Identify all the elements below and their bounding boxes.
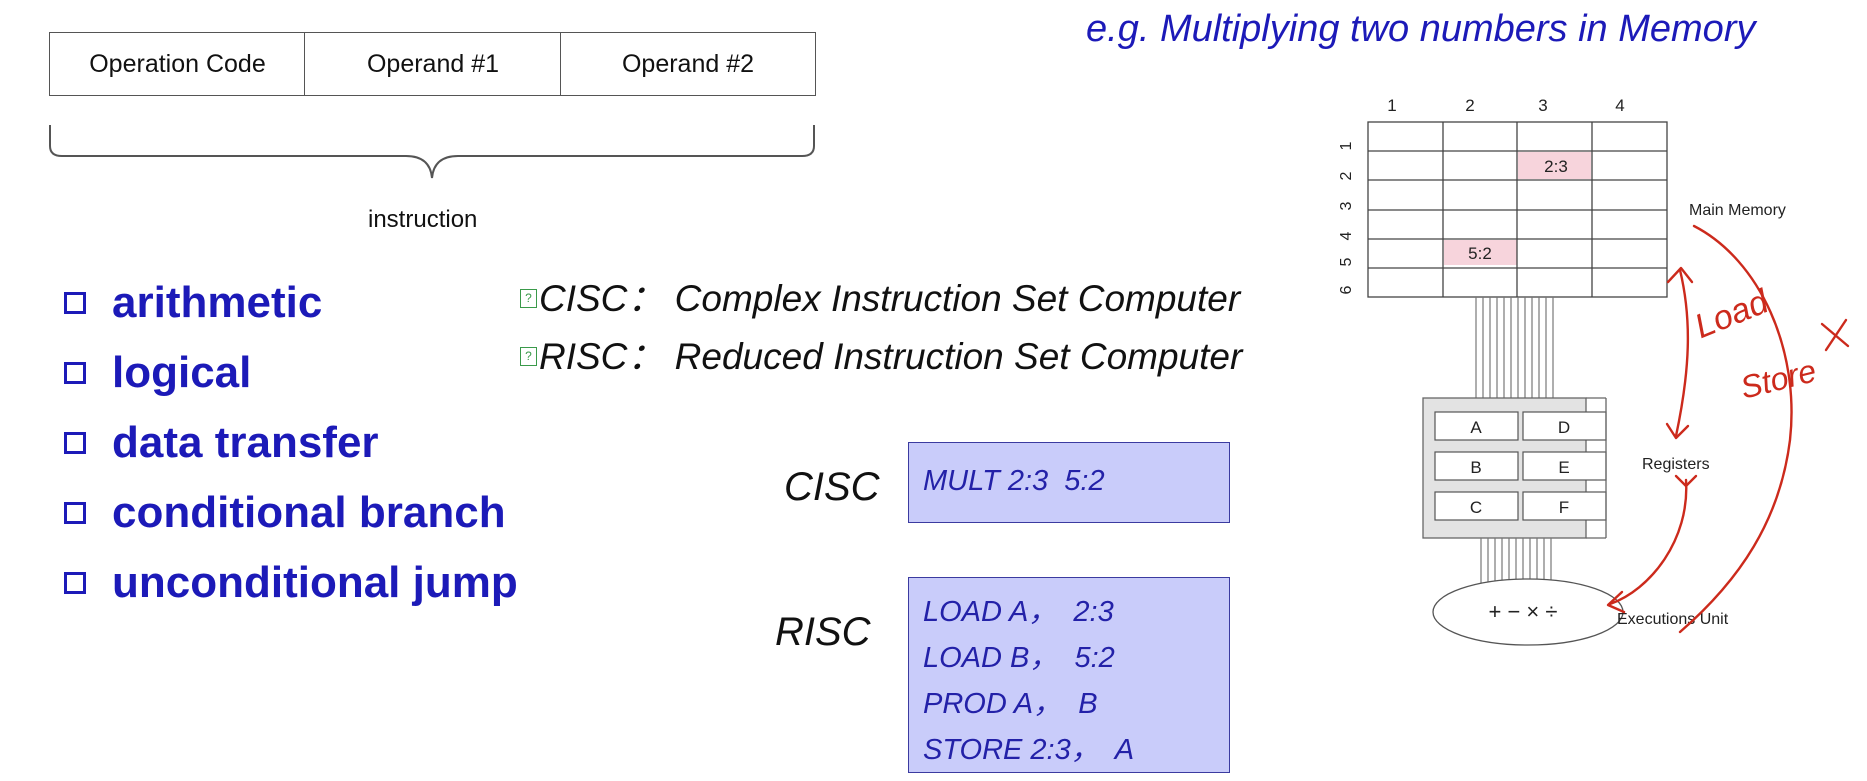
risc-definition: ? RISC： Reduced Instruction Set Computer — [520, 326, 1242, 380]
main-memory-label: Main Memory — [1689, 202, 1786, 219]
category-label: arithmetic — [112, 278, 323, 327]
cisc-definition: ? CISC： Complex Instruction Set Computer — [520, 268, 1240, 322]
category-label: conditional branch — [112, 488, 506, 537]
row-label: 5 — [1338, 257, 1355, 266]
category-arithmetic: arithmetic — [60, 268, 518, 338]
missing-glyph-icon: ? — [520, 288, 537, 308]
register-label: B — [1470, 458, 1481, 477]
instruction-brace — [49, 125, 815, 179]
register-label: D — [1558, 418, 1570, 437]
instruction-categories: arithmetic logical data transfer conditi… — [60, 268, 518, 618]
code-line: MULT 2:3 5:2 — [923, 465, 1105, 497]
execution-ops: + − × ÷ — [1489, 599, 1558, 624]
code-line: LOAD B， 5:2 — [923, 642, 1115, 674]
store-annotation: Store — [1737, 352, 1820, 405]
risc-code-box: LOAD A， 2:3 LOAD B， 5:2 PROD A， B STORE … — [908, 577, 1230, 773]
row-label: 1 — [1338, 141, 1355, 150]
category-label: data transfer — [112, 418, 379, 467]
checkbox-icon — [64, 572, 86, 594]
register-label: E — [1558, 458, 1569, 477]
row-label: 3 — [1338, 201, 1355, 210]
operand1-field: Operand #1 — [304, 32, 562, 96]
column-label: 3 — [1538, 96, 1547, 115]
store-arrow — [1678, 224, 1793, 634]
cisc-example-label: CISC — [784, 465, 880, 509]
register-to-exec-arrow — [1608, 478, 1688, 606]
column-label: 2 — [1465, 96, 1474, 115]
column-label: 4 — [1615, 96, 1624, 115]
memory-cell-value: 2:3 — [1544, 157, 1568, 176]
operand2-field: Operand #2 — [560, 32, 816, 96]
risc-definition-text: RISC： Reduced Instruction Set Computer — [539, 336, 1243, 377]
load-arrow — [1674, 268, 1690, 438]
category-label: unconditional jump — [112, 558, 518, 607]
register-label: C — [1470, 498, 1482, 517]
checkbox-icon — [64, 292, 86, 314]
code-line: STORE 2:3， A — [923, 734, 1135, 766]
code-line: LOAD A， 2:3 — [923, 596, 1114, 628]
memory-bus — [1475, 297, 1554, 398]
memory-cell-5-2 — [1444, 240, 1517, 265]
register-label: A — [1470, 418, 1482, 437]
category-conditional-branch: conditional branch — [60, 478, 518, 548]
row-label: 2 — [1338, 171, 1355, 180]
registers-label: Registers — [1642, 456, 1710, 473]
handwritten-annotations — [1606, 224, 1850, 634]
column-label: 1 — [1387, 96, 1396, 115]
checkbox-icon — [64, 362, 86, 384]
registers: A D B E C F — [1434, 411, 1607, 521]
checkbox-icon — [64, 502, 86, 524]
opcode-field: Operation Code — [49, 32, 306, 96]
execution-unit-label: Executions Unit — [1617, 611, 1729, 628]
memory-cell-value: 5:2 — [1468, 244, 1492, 263]
category-logical: logical — [60, 338, 518, 408]
load-annotation: Load — [1689, 282, 1774, 346]
category-data-transfer: data transfer — [60, 408, 518, 478]
instruction-label: instruction — [368, 206, 478, 233]
register-label: F — [1559, 498, 1569, 517]
row-label: 4 — [1338, 231, 1355, 240]
row-label: 6 — [1338, 285, 1355, 294]
execution-bus — [1480, 538, 1552, 585]
memory-grid — [1367, 121, 1668, 298]
missing-glyph-icon: ? — [520, 346, 537, 366]
cisc-code-box: MULT 2:3 5:2 — [908, 442, 1230, 523]
category-label: logical — [112, 348, 252, 397]
code-line: PROD A， B — [923, 688, 1098, 720]
cisc-definition-text: CISC： Complex Instruction Set Computer — [539, 278, 1241, 319]
memory-example-title: e.g. Multiplying two numbers in Memory — [1086, 8, 1756, 50]
category-unconditional-jump: unconditional jump — [60, 548, 518, 618]
checkbox-icon — [64, 432, 86, 454]
memory-cell-2-3 — [1518, 152, 1591, 179]
risc-example-label: RISC — [775, 610, 871, 654]
